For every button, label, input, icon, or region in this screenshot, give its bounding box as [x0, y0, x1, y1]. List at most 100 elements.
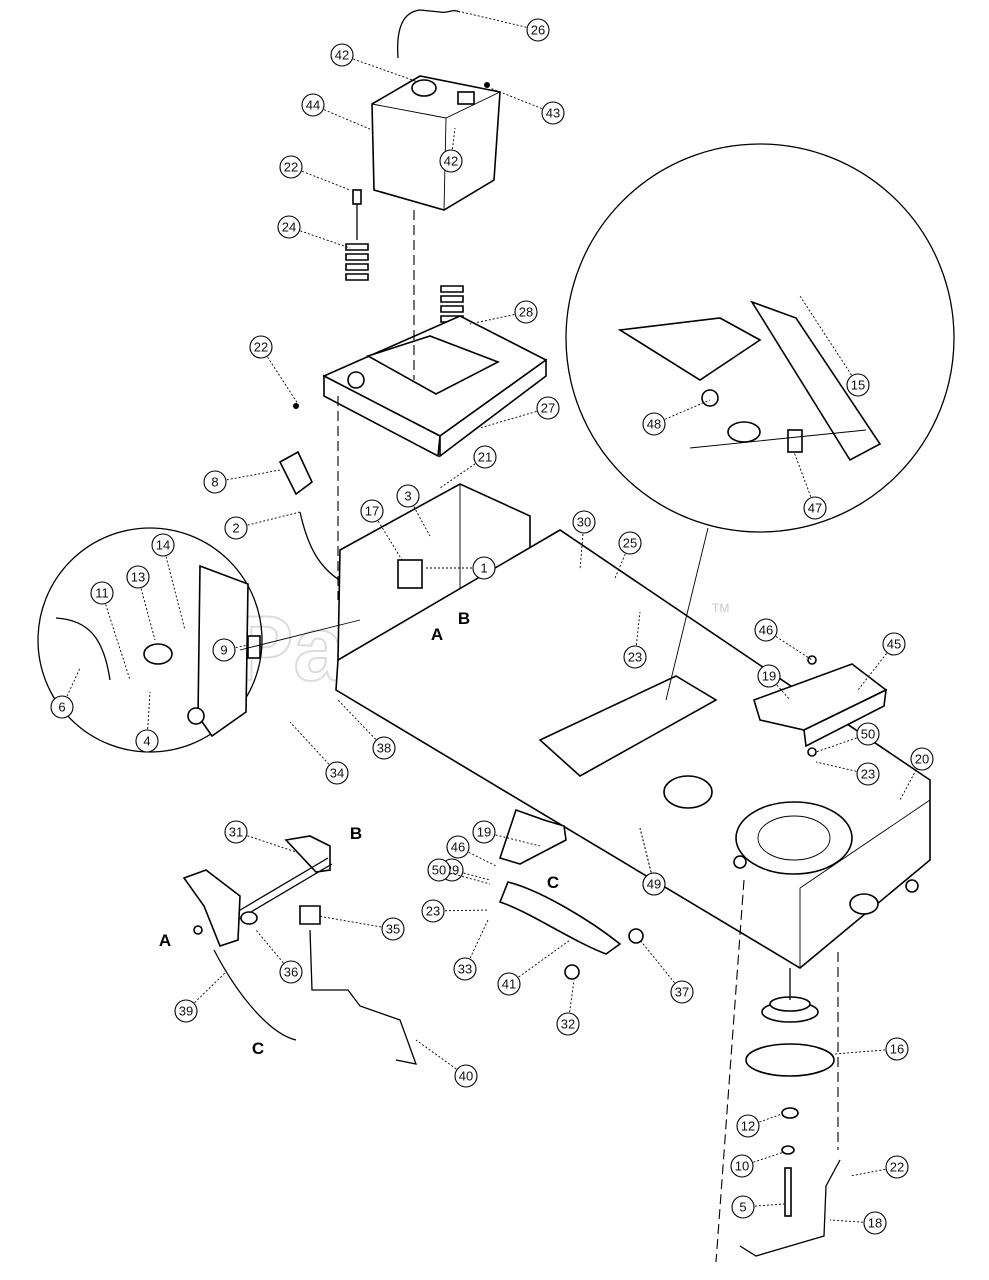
- letter-marker-a: A: [159, 931, 171, 950]
- callout-label: 20: [915, 752, 929, 767]
- callout-label: 43: [546, 106, 560, 121]
- leader-line: [741, 1151, 785, 1167]
- callout-22: 22: [279, 155, 351, 191]
- callout-circle: [151, 533, 175, 557]
- callout-36: 36: [255, 929, 303, 984]
- callout-27: 27: [479, 396, 560, 429]
- callout-label: 36: [284, 965, 298, 980]
- callout-label: 30: [577, 515, 591, 530]
- callout-1: 1: [424, 556, 496, 580]
- callout-10: 10: [730, 1151, 785, 1178]
- callout-label: 42: [335, 48, 349, 63]
- callout-label: 24: [282, 220, 296, 235]
- callout-4: 4: [135, 691, 159, 753]
- callout-label: 1: [480, 561, 487, 576]
- leader-line: [461, 11, 539, 31]
- callout-layer: 2642434442222428222721832171302514131196…: [50, 11, 934, 1235]
- callout-circle: [135, 729, 159, 753]
- callout-50: 50: [427, 858, 491, 885]
- callout-label: 8: [211, 475, 218, 490]
- callout-circle: [556, 1012, 580, 1036]
- callout-label: 45: [887, 637, 901, 652]
- callout-label: 33: [458, 962, 472, 977]
- callout-circle: [472, 556, 496, 580]
- callout-label: 23: [426, 904, 440, 919]
- callout-circle: [301, 93, 325, 117]
- callout-34: 34: [289, 721, 349, 785]
- leader-line: [162, 544, 186, 631]
- callout-12: 12: [736, 1113, 783, 1138]
- leader-line: [341, 54, 419, 83]
- callout-label: 50: [432, 863, 446, 878]
- callout-46: 46: [446, 835, 497, 867]
- callout-23: 23: [623, 611, 647, 669]
- callout-circle: [910, 747, 934, 771]
- callout-24: 24: [277, 215, 351, 249]
- leader-line: [457, 846, 497, 867]
- detail-inset-right: [565, 143, 955, 533]
- idler-arm: [498, 808, 644, 980]
- leader-line: [235, 511, 301, 529]
- leader-line: [567, 979, 575, 1025]
- callout-label: 50: [861, 727, 875, 742]
- callout-circle: [454, 1064, 478, 1088]
- callout-label: 46: [759, 623, 773, 638]
- trademark: TM: [712, 601, 729, 615]
- callout-circle: [754, 618, 778, 642]
- callout-label: 17: [365, 504, 379, 519]
- callout-14: 14: [151, 533, 186, 631]
- callout-circle: [670, 980, 694, 1004]
- callout-44: 44: [301, 93, 373, 131]
- callout-label: 9: [220, 643, 227, 658]
- callout-circle: [396, 484, 420, 508]
- callout-31: 31: [224, 820, 297, 853]
- callout-42: 42: [330, 43, 419, 83]
- callout-38: 38: [337, 699, 396, 760]
- callout-circle: [536, 396, 560, 420]
- callout-circle: [174, 999, 198, 1023]
- callout-circle: [381, 917, 405, 941]
- main-frame: [335, 529, 931, 969]
- callout-circle: [526, 18, 550, 42]
- callout-circle: [126, 565, 150, 589]
- callout-33: 33: [453, 919, 489, 981]
- callout-circle: [882, 632, 906, 656]
- callout-50: 50: [815, 722, 880, 753]
- callout-21: 21: [439, 445, 497, 489]
- callout-label: 34: [330, 766, 344, 781]
- callout-17: 17: [360, 499, 403, 561]
- leader-line: [235, 831, 297, 853]
- leader-line: [137, 576, 156, 641]
- leader-line: [312, 104, 373, 131]
- callout-45: 45: [857, 632, 906, 691]
- callout-circle: [856, 762, 880, 786]
- callout-19: 19: [757, 664, 791, 701]
- leader-line: [634, 611, 641, 658]
- callout-circle: [473, 445, 497, 469]
- callout-circle: [224, 516, 248, 540]
- callout-label: 25: [623, 536, 637, 551]
- callout-label: 21: [478, 450, 492, 465]
- callout-label: 44: [306, 98, 320, 113]
- callout-label: 23: [861, 767, 875, 782]
- callout-40: 40: [415, 1039, 478, 1088]
- callout-22: 22: [849, 1155, 909, 1179]
- callout-circle: [212, 638, 236, 662]
- callout-18: 18: [829, 1211, 887, 1235]
- callout-circle: [730, 1154, 754, 1178]
- leader-line: [337, 699, 385, 749]
- callout-circle: [863, 1211, 887, 1235]
- leader-line: [489, 87, 554, 114]
- callout-label: 22: [284, 160, 298, 175]
- callout-22: 22: [249, 335, 299, 405]
- inset-leader: [665, 527, 709, 701]
- letter-marker-c: C: [252, 1039, 264, 1058]
- callout-11: 11: [90, 581, 131, 681]
- callout-label: 16: [890, 1042, 904, 1057]
- leader-line: [290, 166, 351, 191]
- letter-marker-a: A: [431, 625, 443, 644]
- callout-circle: [446, 835, 470, 859]
- callout-circle: [642, 872, 666, 896]
- callout-32: 32: [556, 979, 580, 1036]
